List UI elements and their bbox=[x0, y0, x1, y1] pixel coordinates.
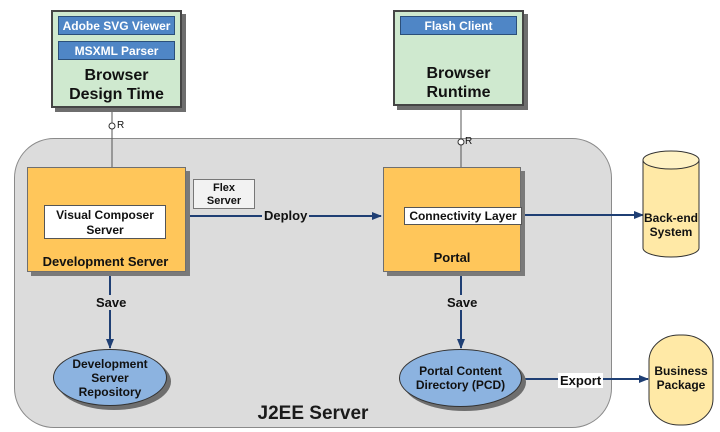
browser-design-time-label: Browser Design Time bbox=[69, 67, 164, 103]
flex-server-box: Flex Server bbox=[193, 179, 255, 209]
portal-label: Portal bbox=[433, 250, 471, 265]
r-marker-left: R bbox=[117, 120, 125, 131]
visual-composer-server-box: Visual Composer Server bbox=[44, 205, 166, 239]
development-server-box: Visual Composer Server Development Serve… bbox=[27, 167, 186, 272]
portal-content-directory: Portal Content Directory (PCD) bbox=[399, 349, 522, 407]
backend-system-label: Back-end System bbox=[643, 211, 699, 239]
connectivity-layer-box: Connectivity Layer bbox=[404, 207, 522, 225]
browser-runtime-box: Flash Client Browser Runtime bbox=[393, 10, 524, 106]
j2ee-server-label: J2EE Server bbox=[257, 403, 369, 424]
browser-runtime-label: Browser Runtime bbox=[426, 65, 491, 101]
r-marker-left-circle bbox=[108, 122, 116, 130]
save-right-label: Save bbox=[445, 295, 480, 310]
deploy-label: Deploy bbox=[262, 208, 310, 223]
portal-box: Connectivity Layer Portal bbox=[383, 167, 522, 272]
backend-cylinder bbox=[642, 150, 700, 258]
msxml-parser-bar: MSXML Parser bbox=[58, 41, 175, 60]
adobe-svg-viewer-bar: Adobe SVG Viewer bbox=[58, 16, 175, 35]
business-package-label: Business Package bbox=[654, 364, 708, 392]
browser-design-time-box: Adobe SVG Viewer MSXML Parser Browser De… bbox=[51, 10, 182, 108]
export-label: Export bbox=[558, 373, 604, 388]
flash-client-bar: Flash Client bbox=[400, 16, 517, 35]
development-server-label: Development Server bbox=[42, 254, 169, 269]
r-marker-right: R bbox=[465, 136, 473, 147]
save-left-label: Save bbox=[94, 295, 129, 310]
development-server-repository: Development Server Repository bbox=[53, 349, 167, 406]
